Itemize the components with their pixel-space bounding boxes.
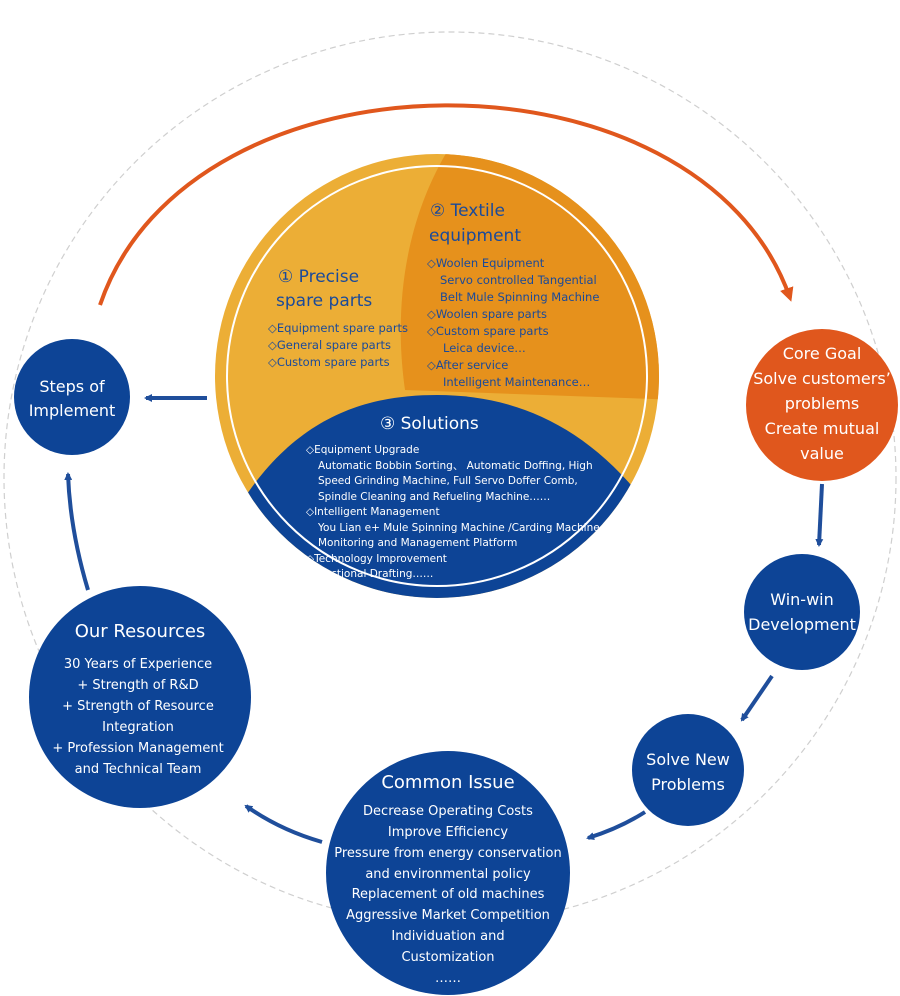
- common-issue-node: Common Issue Decrease Operating Costs Im…: [326, 751, 570, 995]
- node-text: Pressure from energy conservation: [334, 846, 561, 861]
- node-text: + Profession Management: [52, 741, 223, 756]
- textile-item: ◇Woolen spare parts: [427, 307, 547, 321]
- solutions-item: Sectional Drafting……: [318, 568, 433, 580]
- node-text: Individuation and: [391, 929, 504, 944]
- node-text: Implement: [29, 401, 116, 420]
- precise-spare-parts-section: ① Precise spare parts ◇Equipment spare p…: [268, 267, 408, 369]
- steps-of-implement-node: Steps of Implement: [14, 339, 130, 455]
- node-text: Customization: [401, 950, 494, 965]
- node-text: Improve Efficiency: [388, 825, 509, 840]
- solutions-title: ③ Solutions: [380, 414, 479, 434]
- node-text: and Technical Team: [75, 762, 202, 777]
- node-text: and environmental policy: [365, 867, 531, 882]
- node-text: Replacement of old machines: [352, 887, 545, 902]
- solutions-item: Speed Grinding Machine, Full Servo Doffe…: [318, 475, 578, 487]
- textile-equipment-section: ② Textile equipment ◇Woolen Equipment Se…: [427, 201, 599, 389]
- textile-item: Intelligent Maintenance…: [443, 375, 590, 389]
- core-goal-node: Core Goal Solve customers’ problems Crea…: [746, 329, 898, 481]
- node-text: Core Goal: [783, 344, 862, 363]
- node-text: + Strength of Resource: [62, 699, 214, 714]
- textile-item: Servo controlled Tangential: [440, 273, 597, 287]
- solutions-section: ③ Solutions ◇Equipment Upgrade Automatic…: [306, 414, 600, 580]
- node-text: Solve customers’: [753, 369, 891, 388]
- solutions-item: ◇Technology Improvement: [306, 553, 447, 565]
- orange-cycle-arrow: [98, 103, 794, 306]
- node-text: ……: [435, 971, 461, 986]
- textile-item: ◇Custom spare parts: [427, 324, 549, 338]
- solve-new-problems-node: Solve New Problems: [632, 714, 744, 826]
- node-text: Common Issue: [381, 772, 514, 793]
- solutions-item: ◇Intelligent Management: [306, 506, 440, 518]
- solutions-item: Spindle Cleaning and Refueling Machine……: [318, 491, 550, 503]
- node-text: Problems: [651, 775, 725, 794]
- textile-item: ◇Woolen Equipment: [427, 256, 545, 270]
- node-text: + Strength of R&D: [77, 678, 198, 693]
- node-text: 30 Years of Experience: [64, 657, 212, 672]
- node-text: Decrease Operating Costs: [363, 804, 533, 819]
- solutions-item: You Lian e+ Mule Spinning Machine /Cardi…: [317, 522, 600, 534]
- node-text: Integration: [102, 720, 174, 735]
- precise-item: ◇Equipment spare parts: [268, 321, 408, 335]
- node-text: problems: [785, 394, 860, 413]
- node-text: value: [800, 444, 844, 463]
- node-text: Win-win: [770, 590, 834, 609]
- solutions-item: Automatic Bobbin Sorting、 Automatic Doff…: [318, 460, 593, 472]
- textile-item: Belt Mule Spinning Machine: [440, 290, 599, 304]
- textile-item: ◇After service: [427, 358, 508, 372]
- node-text: Steps of: [39, 377, 105, 396]
- node-text: Solve New: [646, 750, 730, 769]
- solutions-region: [215, 395, 659, 598]
- solutions-item: ◇Equipment Upgrade: [306, 444, 419, 456]
- precise-item: ◇General spare parts: [268, 338, 391, 352]
- precise-title-2: spare parts: [276, 291, 372, 311]
- textile-title: ② Textile: [430, 201, 505, 221]
- node-text: Aggressive Market Competition: [346, 908, 550, 923]
- node-text: Our Resources: [75, 621, 206, 642]
- textile-item: Leica device…: [443, 341, 526, 355]
- node-text: Create mutual: [765, 419, 880, 438]
- win-win-node: Win-win Development: [744, 554, 860, 670]
- precise-title: ① Precise: [278, 267, 359, 287]
- our-resources-node: Our Resources 30 Years of Experience + S…: [29, 586, 251, 808]
- flow-arrows: [64, 394, 824, 844]
- textile-title-2: equipment: [429, 226, 521, 246]
- precise-item: ◇Custom spare parts: [268, 355, 390, 369]
- node-text: Development: [748, 615, 856, 634]
- solutions-item: Monitoring and Management Platform: [318, 537, 517, 549]
